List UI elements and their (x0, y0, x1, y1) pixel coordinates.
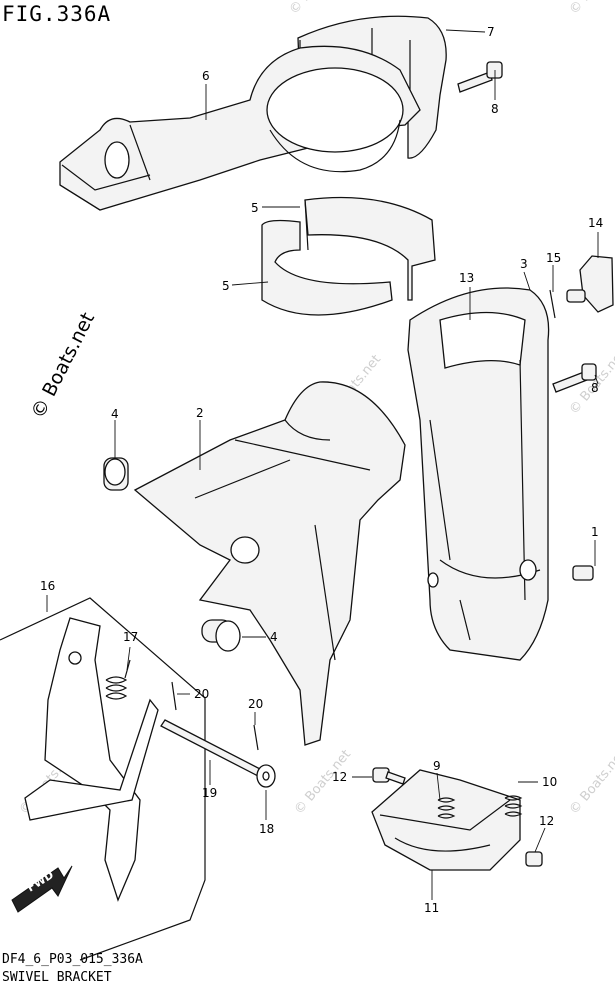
callout-18: 18 (259, 822, 274, 836)
part-14-tilt-knob (566, 255, 614, 313)
part-9-spring (437, 797, 456, 819)
callout-8: 8 (491, 102, 499, 116)
part-8-bolt-upper (457, 61, 503, 93)
part-12-bolt-left (372, 767, 406, 785)
callout-16: 16 (40, 579, 55, 593)
part-8-bolt-lower (552, 363, 597, 393)
part-20-cotter-pin-b (253, 724, 259, 751)
part-1-grease-nipple (572, 565, 594, 581)
part-6-upper-bracket (59, 45, 421, 211)
callout-12-left: 12 (332, 770, 347, 784)
part-11-lower-bracket (371, 769, 521, 871)
part-4-bolt-upper (103, 457, 129, 491)
part-20-cotter-pin-a (171, 681, 177, 711)
leader-lines (46, 29, 599, 900)
callout-12-right: 12 (539, 814, 554, 828)
callout-1: 1 (591, 525, 599, 539)
callout-5-top: 5 (251, 201, 259, 215)
part-16-tilt-lever (0, 597, 206, 961)
part-4-bolt-lower (201, 619, 241, 652)
callout-7: 7 (487, 25, 495, 39)
part-5-lower-bushing (261, 219, 393, 316)
callout-6: 6 (202, 69, 210, 83)
callout-20-b: 20 (248, 697, 263, 711)
callout-20-a: 20 (194, 687, 209, 701)
part-10-spring (504, 795, 523, 817)
callout-5-bottom: 5 (222, 279, 230, 293)
callout-4-upper: 4 (111, 407, 119, 421)
callout-2: 2 (196, 406, 204, 420)
part-5-upper-bushing (304, 196, 436, 301)
callout-3: 3 (520, 257, 528, 271)
part-15-pin (549, 289, 556, 319)
figure-code: DF4_6_P03_015_336A (2, 952, 143, 967)
callout-8-lower: 8 (591, 381, 599, 395)
callout-19: 19 (202, 786, 217, 800)
part-3-swivel-tube (407, 287, 550, 661)
part-17-spring (105, 659, 131, 700)
callout-15: 15 (546, 251, 561, 265)
figure-caption: SWIVEL BRACKET (2, 970, 112, 985)
watermark-faint-1: © Boats.net (287, 0, 349, 18)
callout-17: 17 (123, 630, 138, 644)
callout-9: 9 (433, 759, 441, 773)
figure-title: FIG.336A (2, 2, 112, 26)
callout-11: 11 (424, 901, 439, 915)
part-19-shaft (160, 719, 263, 777)
part-2-swivel-bracket (133, 381, 406, 746)
callout-10: 10 (542, 775, 557, 789)
watermark-faint-2: © Boats.net (567, 0, 615, 18)
callout-labels: 7 6 8 5 14 15 3 13 5 8 4 2 1 16 4 17 20 … (40, 25, 603, 915)
callout-13: 13 (459, 271, 474, 285)
callout-4-lower: 4 (270, 630, 278, 644)
part-12-bolt-right (525, 851, 543, 867)
watermark-main: © Boats.net (27, 309, 99, 422)
fwd-arrow-icon: FWD (11, 865, 73, 913)
callout-14: 14 (588, 216, 603, 230)
part-18-washer (256, 764, 276, 788)
watermark-faint-7: © Boats.net (567, 747, 615, 817)
